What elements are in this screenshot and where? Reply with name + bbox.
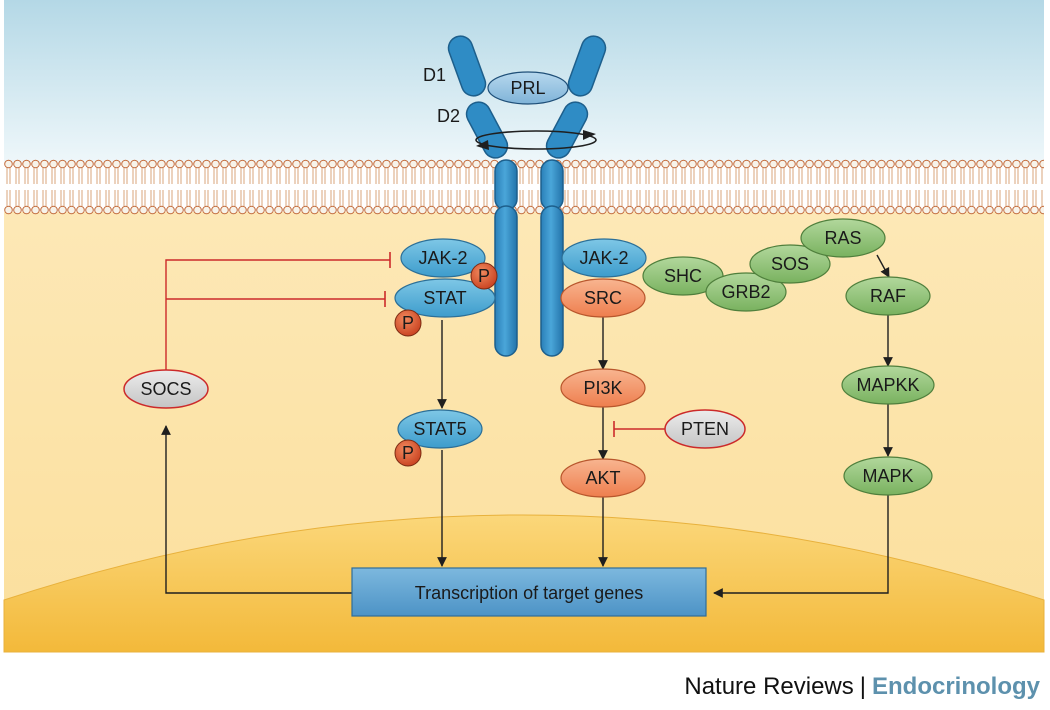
- phospho-stat5: P: [394, 439, 422, 467]
- src-node: SRC: [560, 278, 646, 318]
- pten-node: PTEN: [664, 409, 746, 449]
- rotation-arrow: [475, 130, 597, 150]
- publisher-name: Nature Reviews: [684, 673, 854, 700]
- jak2-left-label: JAK-2: [418, 248, 467, 268]
- ras-label: RAS: [824, 228, 861, 248]
- mapk-node: MAPK: [843, 456, 933, 496]
- mapkk-label: MAPKK: [856, 375, 919, 395]
- transcription-to-socs-arrow: [161, 425, 352, 594]
- socs-node: SOCS: [123, 369, 209, 409]
- jak2-right-node: JAK-2: [561, 238, 647, 278]
- pten-label: PTEN: [681, 419, 729, 439]
- phospho-stat5-label: P: [402, 443, 414, 463]
- prolactin-receptor: [447, 35, 607, 357]
- mapk-to-transcription-arrow: [713, 495, 889, 598]
- sos-label: SOS: [771, 254, 809, 274]
- journal-name: Endocrinology: [872, 673, 1040, 700]
- phospho-stat-label: P: [402, 313, 414, 333]
- stat5-node: STAT5: [397, 409, 483, 449]
- prolactin-signaling-diagram: D1 D2 PRL JAK-2 STAT: [3, 0, 1045, 653]
- credit-separator: |: [859, 673, 866, 700]
- prl-node: PRL: [487, 71, 569, 105]
- d2-label: D2: [437, 106, 460, 126]
- mapk-label: MAPK: [862, 466, 913, 486]
- phospho-stat: P: [394, 309, 422, 337]
- stat-node: STAT: [394, 278, 496, 318]
- mapkk-node: MAPKK: [841, 365, 935, 405]
- akt-label: AKT: [585, 468, 620, 488]
- stat-label: STAT: [423, 288, 466, 308]
- stat5-label: STAT5: [413, 419, 466, 439]
- connectors: [161, 252, 893, 598]
- transcription-box: Transcription of target genes: [351, 567, 707, 617]
- phospho-jak2-label: P: [478, 266, 490, 286]
- phospho-jak2: P: [470, 262, 498, 290]
- transcription-label: Transcription of target genes: [415, 583, 643, 603]
- pi3k-label: PI3K: [583, 378, 622, 398]
- raf-node: RAF: [845, 276, 931, 316]
- grb2-node: GRB2: [705, 272, 787, 312]
- jak2-left-node: JAK-2: [400, 238, 486, 278]
- socs-label: SOCS: [140, 379, 191, 399]
- prl-label: PRL: [510, 78, 545, 98]
- jak2-right-label: JAK-2: [579, 248, 628, 268]
- grb2-label: GRB2: [721, 282, 770, 302]
- cell-membrane: [4, 158, 1044, 218]
- socs-to-jak2-inhibition: [165, 259, 390, 372]
- d1-label: D1: [423, 65, 446, 85]
- akt-node: AKT: [560, 458, 646, 498]
- ras-to-raf-arrow: [876, 254, 890, 278]
- pi3k-node: PI3K: [560, 368, 646, 408]
- raf-label: RAF: [870, 286, 906, 306]
- ras-node: RAS: [800, 218, 886, 258]
- journal-credit: Nature Reviews|Endocrinology: [684, 673, 1040, 701]
- sos-node: SOS: [749, 244, 831, 284]
- shc-label: SHC: [664, 266, 702, 286]
- src-label: SRC: [584, 288, 622, 308]
